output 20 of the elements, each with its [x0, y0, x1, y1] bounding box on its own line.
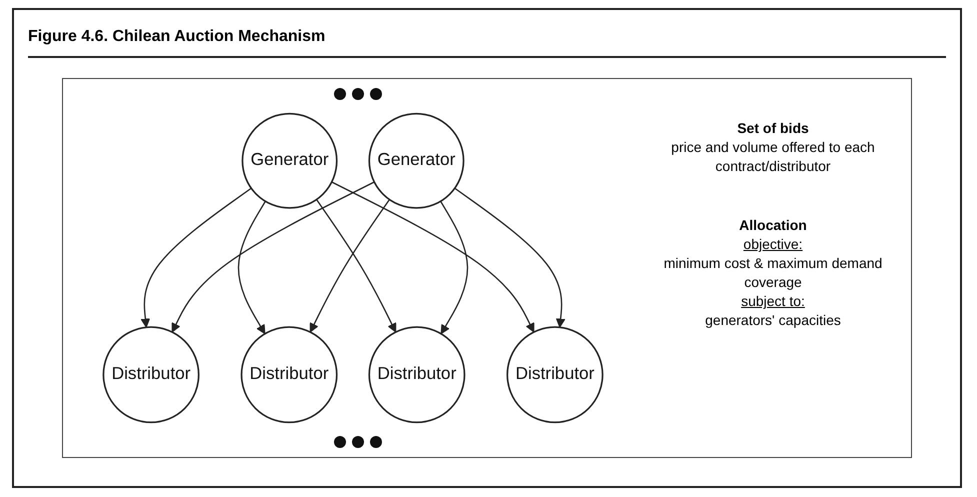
node-circle: [368, 326, 466, 424]
label-text: price and volume offered to each contract/distributor: [670, 138, 876, 176]
diagram-frame: Generator Generator Distributor Distributor Distributor Distributor Set of bids price and volume offered to each contract/distributor Allocation objective: minimum cost & maximum demand coverage subject to: generators' capacities: [62, 78, 912, 458]
label-text: generators' capacities: [704, 311, 842, 330]
arrow: [440, 200, 468, 334]
label-heading: Allocation: [738, 216, 808, 235]
arrow: [331, 181, 534, 332]
arrow: [454, 188, 566, 328]
node-circle: [368, 112, 464, 209]
label-heading: Set of bids: [736, 119, 810, 138]
node-circle: [240, 326, 338, 424]
figure-title: Figure 4.6. Chilean Auction Mechanism: [28, 28, 326, 46]
node-circle: [102, 326, 200, 424]
node-circle: [506, 326, 604, 424]
node-circle: [242, 112, 338, 209]
arrow: [172, 181, 375, 332]
arrow: [140, 188, 252, 328]
label-text: subject to:: [740, 292, 806, 311]
label-text: objective:: [742, 235, 804, 254]
arrow: [238, 200, 266, 334]
